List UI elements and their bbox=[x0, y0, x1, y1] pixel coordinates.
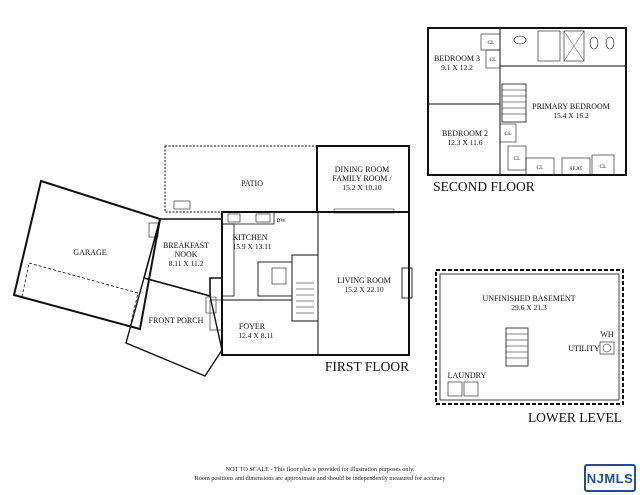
dining-family-dimensions: 15.2 X 10.10 bbox=[342, 183, 381, 192]
front-porch-outline bbox=[125, 277, 223, 377]
bedroom2-label: BEDROOM 2 bbox=[442, 129, 488, 138]
first-floor-title: FIRST FLOOR bbox=[325, 359, 409, 374]
patio-step bbox=[173, 200, 191, 210]
closet-label-6: CL bbox=[599, 164, 607, 170]
seat-label: SEAT bbox=[569, 166, 583, 172]
disclaimer-line-1: NOT TO SCALE - This floor plan is provid… bbox=[225, 466, 415, 473]
water-heater-label: WH bbox=[600, 330, 614, 339]
breakfast-nook-label-2: NOOK bbox=[174, 250, 197, 259]
primary-bedroom-label: PRIMARY BEDROOM bbox=[532, 102, 610, 111]
closet-label-1: CL bbox=[487, 40, 495, 46]
breakfast-nook-label: BREAKFAST bbox=[163, 241, 209, 250]
bedroom2-dimensions: 12.3 X 11.6 bbox=[447, 138, 482, 147]
dining-room-label: DINING ROOM bbox=[335, 165, 389, 174]
kitchen-label: KITCHEN bbox=[232, 233, 267, 242]
living-room-dimensions: 15.2 X 22.10 bbox=[344, 285, 383, 294]
second-floor-outline bbox=[427, 27, 627, 176]
foyer-label: FOYER bbox=[239, 322, 266, 331]
closet-label-4: CL bbox=[513, 156, 521, 162]
closet-label-5: CL bbox=[536, 165, 544, 171]
patio-label: PATIO bbox=[241, 179, 263, 188]
family-room-label: FAMILY ROOM / bbox=[332, 174, 392, 183]
living-room-label: LIVING ROOM bbox=[337, 276, 391, 285]
basement-dimensions: 29.6 X 21.3 bbox=[511, 303, 547, 312]
primary-bedroom-dimensions: 15.4 X 16.2 bbox=[553, 111, 589, 120]
first-floor-main-outline bbox=[209, 211, 413, 356]
front-porch-label: FRONT PORCH bbox=[149, 316, 204, 325]
lower-level-outline bbox=[435, 269, 624, 405]
bedroom3-dimensions: 9.1 X 12.2 bbox=[441, 63, 473, 72]
bedroom3-label: BEDROOM 3 bbox=[434, 54, 480, 63]
garage-label: GARAGE bbox=[73, 248, 106, 257]
kitchen-dimensions: 15.9 X 13.11 bbox=[233, 242, 272, 251]
utility-label: UTILITY bbox=[568, 344, 600, 353]
lower-level-title: LOWER LEVEL bbox=[528, 410, 622, 425]
closet-label-3: CL bbox=[504, 131, 512, 137]
laundry-label: LAUNDRY bbox=[448, 371, 487, 380]
njmls-logo-text: NJMLS bbox=[586, 470, 634, 486]
closet-label-2: CL bbox=[489, 57, 497, 63]
njmls-logo: NJMLS bbox=[584, 464, 636, 492]
second-floor-title: SECOND FLOOR bbox=[433, 179, 535, 194]
foyer-dimensions: 12.4 X 8.11 bbox=[238, 331, 273, 340]
disclaimer-line-2: Room positions and dimensions are approx… bbox=[194, 475, 446, 482]
dishwasher-label: DW bbox=[276, 218, 286, 224]
basement-label: UNFINISHED BASEMENT bbox=[482, 294, 575, 303]
breakfast-nook-dimensions: 8.11 X 11.2 bbox=[169, 259, 204, 268]
